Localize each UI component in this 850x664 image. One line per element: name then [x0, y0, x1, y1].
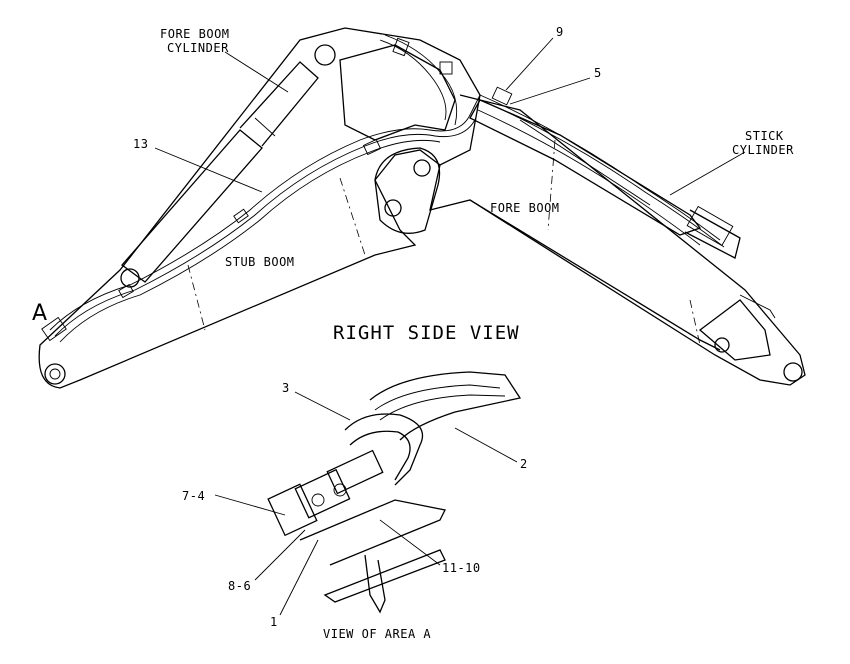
stick-cylinder	[469, 99, 741, 259]
callout-9: 9	[556, 25, 564, 39]
stick-cylinder-label-line2: CYLINDER	[732, 143, 794, 157]
stub-boom-label: STUB BOOM	[225, 255, 295, 269]
detail-area-a	[267, 371, 522, 614]
callout-1: 1	[270, 615, 278, 629]
fore-boom-cylinder-label-line2: CYLINDER	[167, 41, 229, 55]
detail-view-title: VIEW OF AREA A	[323, 627, 431, 641]
stick-cylinder-label-line1: STICK	[745, 129, 784, 143]
fore-boom-cylinder	[121, 61, 319, 283]
callout-3: 3	[282, 381, 290, 395]
leader-lines	[154, 37, 746, 616]
view-title: RIGHT SIDE VIEW	[333, 322, 520, 344]
clamps	[41, 37, 734, 342]
callout-13: 13	[133, 137, 148, 151]
callout-11-10: 11-10	[442, 561, 481, 575]
hose-bundle	[49, 34, 776, 343]
fore-boom-structure	[429, 94, 806, 386]
callout-8-6: 8-6	[228, 579, 251, 593]
fore-boom-cylinder-label-line1: FORE BOOM	[160, 27, 230, 41]
callout-2: 2	[520, 457, 528, 471]
callout-5: 5	[594, 66, 602, 80]
fore-boom-label: FORE BOOM	[490, 201, 560, 215]
area-marker-a: A	[32, 301, 47, 326]
callout-7-4: 7-4	[182, 489, 205, 503]
